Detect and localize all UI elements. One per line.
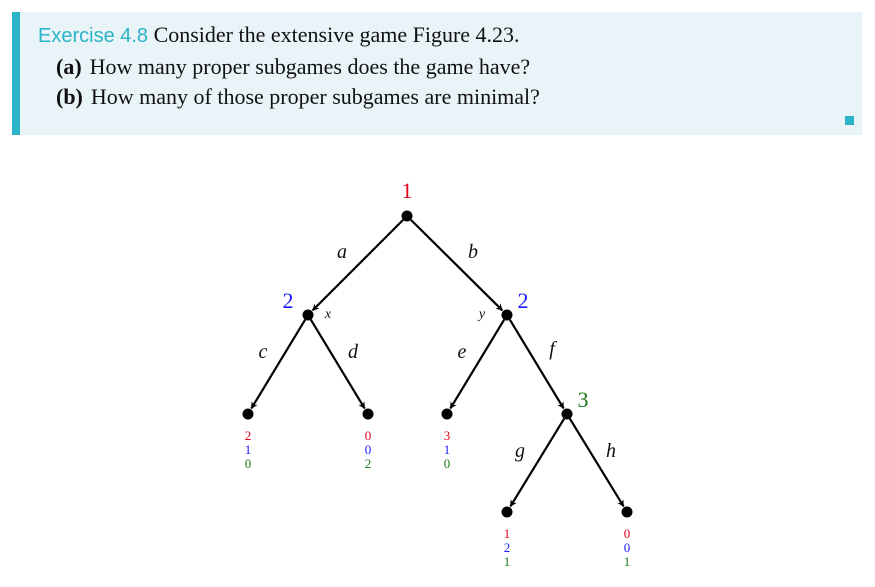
payoff-t3-player2: 1 — [444, 442, 451, 457]
payoff-t2-player2: 0 — [365, 442, 372, 457]
payoff-t1-player1: 2 — [245, 428, 252, 443]
decision-node-n3 — [561, 408, 573, 420]
edge-g — [509, 418, 566, 508]
payoff-t5-player2: 0 — [624, 540, 631, 555]
payoff-t2-player3: 2 — [365, 456, 372, 471]
player-label-root: 1 — [402, 178, 413, 203]
payoff-t3-player3: 0 — [444, 456, 451, 471]
move-label-g: g — [515, 440, 525, 462]
move-label-b: b — [468, 241, 478, 263]
payoff-t5-player1: 0 — [624, 526, 631, 541]
player-label-y: 2 — [518, 288, 529, 313]
exercise-part-b: (b) How many of those proper subgames are… — [56, 84, 540, 110]
terminal-node-t2 — [362, 408, 374, 420]
terminal-node-t5 — [621, 506, 633, 518]
payoff-t4-player3: 1 — [504, 554, 511, 569]
move-label-e: e — [458, 341, 467, 363]
move-label-c: c — [259, 341, 268, 363]
part-a-text: How many proper subgames does the game h… — [89, 54, 531, 79]
exercise-box: Exercise 4.8 Consider the extensive game… — [12, 12, 862, 135]
payoff-t2-player1: 0 — [365, 428, 372, 443]
payoff-t4-player2: 2 — [504, 540, 511, 555]
part-b-tag: (b) — [56, 84, 83, 109]
terminal-node-t3 — [441, 408, 453, 420]
exercise-part-a: (a) How many proper subgames does the gam… — [56, 54, 530, 80]
part-b-text: How many of those proper subgames are mi… — [90, 84, 540, 109]
exercise-statement: Consider the extensive game Figure 4.23. — [153, 22, 520, 47]
move-label-f: f — [549, 338, 557, 360]
exercise-statement-line: Exercise 4.8 Consider the extensive game… — [38, 22, 520, 48]
node-name-x: x — [324, 307, 332, 322]
edge-c — [250, 319, 307, 410]
end-of-exercise-mark — [845, 116, 854, 125]
edge-d — [309, 319, 366, 410]
node-name-y: y — [477, 307, 486, 322]
edge-e — [449, 319, 506, 410]
edge-h — [568, 418, 625, 508]
payoff-t1-player2: 1 — [245, 442, 252, 457]
part-a-tag: (a) — [56, 54, 82, 79]
edge-a — [311, 219, 404, 312]
move-label-a: a — [337, 241, 347, 263]
terminal-node-t1 — [242, 408, 254, 420]
decision-node-y — [501, 309, 513, 321]
move-label-d: d — [348, 341, 359, 363]
decision-node-root — [401, 210, 413, 222]
exercise-label: Exercise 4.8 — [38, 25, 149, 47]
terminal-node-t4 — [501, 506, 513, 518]
move-label-h: h — [606, 440, 616, 462]
payoff-t1-player3: 0 — [245, 456, 252, 471]
payoff-t5-player3: 1 — [624, 554, 631, 569]
payoff-t3-player1: 3 — [444, 428, 451, 443]
player-label-n3: 3 — [578, 387, 589, 412]
player-label-x: 2 — [283, 288, 294, 313]
edge-b — [410, 219, 504, 312]
payoff-t4-player1: 1 — [504, 526, 511, 541]
edge-f — [508, 319, 565, 410]
decision-node-x — [302, 309, 314, 321]
